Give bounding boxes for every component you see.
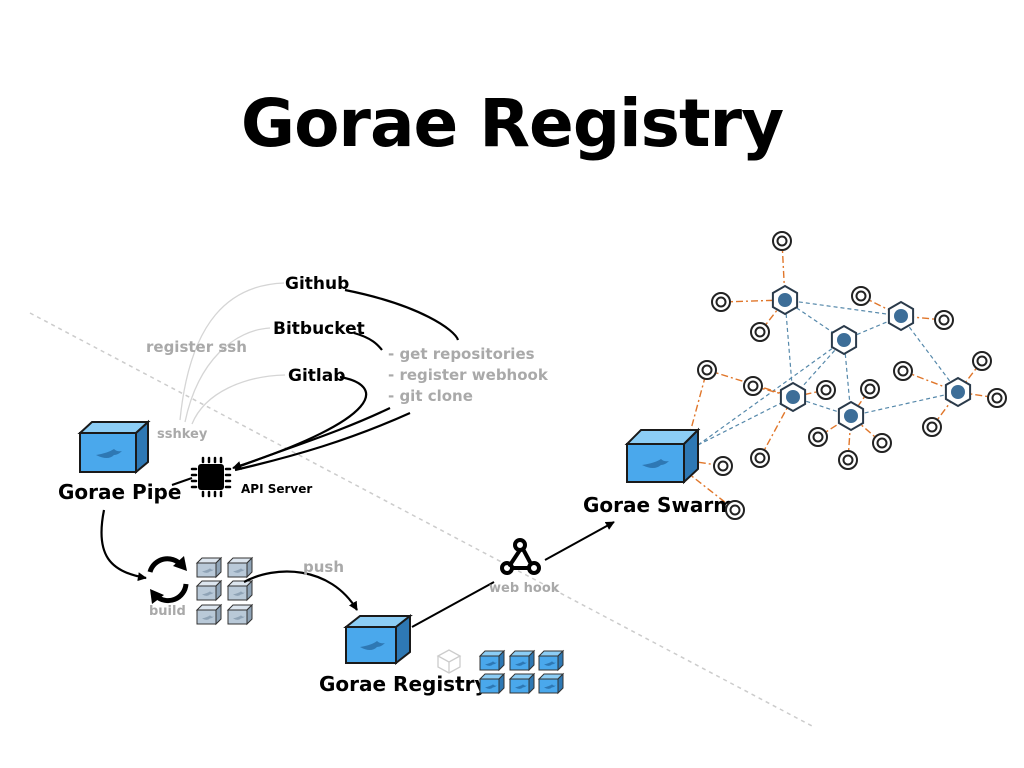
swarm-leaf-line <box>759 396 794 459</box>
bitbucket-to-api-line <box>353 331 383 351</box>
registry-empty-cube-icon <box>436 649 462 674</box>
build-cycle-icon <box>147 556 189 604</box>
build-cubes-grid <box>195 556 254 626</box>
swarm-leaf-node-icon <box>922 417 942 437</box>
api-server-label: API Server <box>241 482 312 496</box>
build-label: build <box>149 604 186 619</box>
tasks-to-api-line-1 <box>234 407 391 470</box>
api-server-chip-icon <box>190 456 232 498</box>
swarm-hub-node-icon <box>887 300 915 332</box>
swarm-link-line <box>697 396 794 446</box>
swarm-leaf-node-icon <box>808 427 828 447</box>
ssh-curve-bitbucket <box>184 327 271 423</box>
swarm-leaf-node-icon <box>972 351 992 371</box>
swarm-leaf-node-icon <box>750 448 770 468</box>
build-cube-icon <box>195 579 223 602</box>
tasks-to-api-line-2 <box>234 411 411 472</box>
build-cube-icon <box>226 603 254 626</box>
swarm-leaf-node-icon <box>851 286 871 306</box>
swarm-leaf-node-icon <box>893 361 913 381</box>
swarm-hub-node-icon <box>944 376 972 408</box>
registry-cube-icon <box>537 672 565 695</box>
gorae-pipe-container-icon <box>77 419 151 475</box>
swarm-hub-node-icon <box>830 324 858 356</box>
registry-to-webhook-line <box>411 581 495 628</box>
registry-cube-icon <box>508 672 536 695</box>
swarm-leaf-node-icon <box>872 433 892 453</box>
build-cube-icon <box>226 579 254 602</box>
swarm-leaf-node-icon <box>838 450 858 470</box>
swarm-link-line <box>697 339 845 446</box>
gorae-pipe-label: Gorae Pipe <box>58 480 181 504</box>
build-cube-icon <box>195 556 223 579</box>
registry-cube-icon <box>478 672 506 695</box>
gorae-registry-label: Gorae Registry <box>319 672 488 696</box>
page-title: Gorae Registry <box>241 85 783 162</box>
gorae-swarm-label: Gorae Swarm <box>583 493 734 517</box>
swarm-leaf-node-icon <box>697 360 717 380</box>
api-task-register-webhook: - register webhook <box>388 366 549 384</box>
source-gitlab-label: Gitlab <box>288 366 345 386</box>
build-cube-icon <box>226 556 254 579</box>
swarm-link-line <box>784 299 902 317</box>
swarm-leaf-node-icon <box>816 380 836 400</box>
registry-cube-icon <box>537 649 565 672</box>
build-cube-icon <box>195 603 223 626</box>
swarm-leaf-node-icon <box>750 322 770 342</box>
swarm-link-line <box>784 299 794 398</box>
swarm-leaf-node-icon <box>987 388 1007 408</box>
ssh-curve-gitlab <box>191 374 286 425</box>
source-bitbucket-label: Bitbucket <box>273 319 365 339</box>
swarm-leaf-node-icon <box>860 379 880 399</box>
swarm-hub-node-icon <box>771 284 799 316</box>
register-ssh-label: register ssh <box>146 338 247 356</box>
swarm-network-nodes <box>697 231 1007 520</box>
swarm-leaf-node-icon <box>713 456 733 476</box>
swarm-leaf-line <box>683 469 736 511</box>
build-to-registry-arrow <box>243 570 358 611</box>
sshkey-label: sshkey <box>157 427 208 442</box>
swarm-leaf-node-icon <box>711 292 731 312</box>
api-task-git-clone: - git clone <box>388 387 473 405</box>
swarm-hub-node-icon <box>779 381 807 413</box>
webhook-icon <box>500 538 541 575</box>
swarm-link-line <box>850 391 959 417</box>
gorae-registry-container-icon <box>343 613 413 666</box>
swarm-hub-node-icon <box>837 400 865 432</box>
gorae-swarm-container-icon <box>624 427 701 485</box>
swarm-leaf-node-icon <box>934 310 954 330</box>
webhook-to-swarm-arrow <box>544 521 615 561</box>
registry-cubes-grid <box>478 649 565 695</box>
swarm-leaf-node-icon <box>772 231 792 251</box>
swarm-leaf-node-icon <box>743 376 763 396</box>
push-label: push <box>303 558 344 576</box>
registry-cube-icon <box>508 649 536 672</box>
pipe-to-api-connector <box>171 477 193 486</box>
api-task-get-repositories: - get repositories <box>388 345 535 363</box>
diagonal-divider <box>29 312 813 727</box>
source-github-label: Github <box>285 274 349 294</box>
registry-cube-icon <box>478 649 506 672</box>
swarm-leaf-line <box>720 299 786 303</box>
web-hook-label: web hook <box>489 581 560 596</box>
swarm-link-line <box>900 315 959 393</box>
ssh-curve-github <box>179 282 285 421</box>
pipe-to-build-arrow <box>100 509 147 582</box>
github-to-api-line <box>344 288 460 341</box>
swarm-leaf-node-icon <box>725 500 745 520</box>
